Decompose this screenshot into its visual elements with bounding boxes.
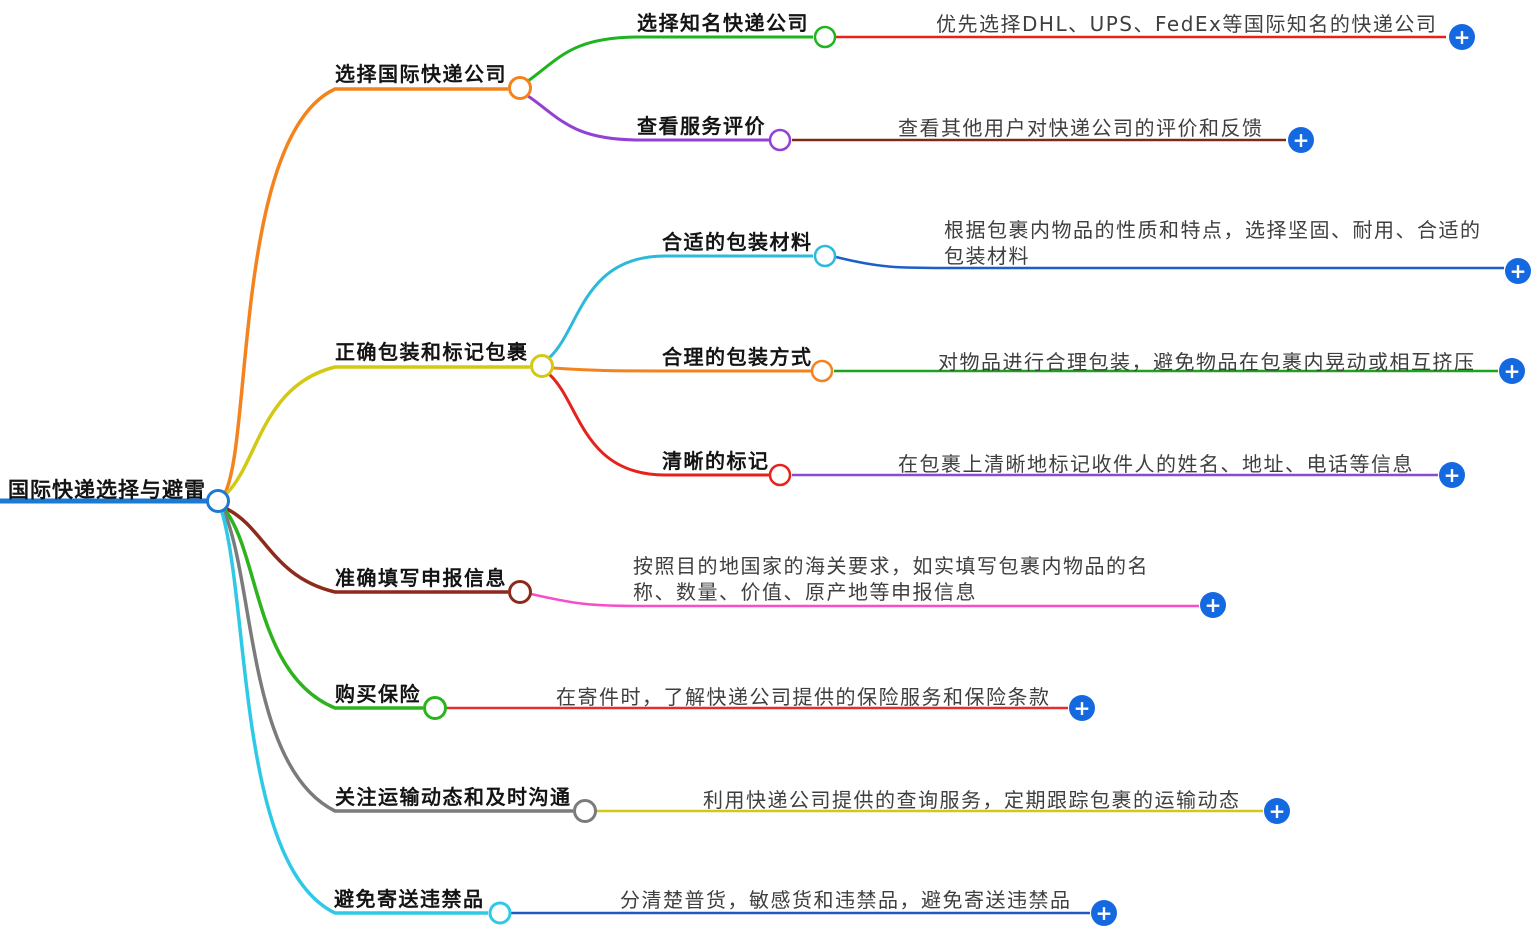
add-node-button[interactable]: + [1505, 258, 1531, 284]
edge-root-to-branch-2 [225, 365, 530, 495]
node-handle-branch-4[interactable] [423, 696, 447, 720]
root-node-label[interactable]: 国际快递选择与避雷 [8, 478, 206, 502]
edge-root-to-branch-6 [220, 511, 488, 915]
branch-6-description[interactable]: 分清楚普货，敏感货和违禁品，避免寄送违禁品 [620, 888, 1072, 912]
branch-1-child-1-description[interactable]: 优先选择DHL、UPS、FedEx等国际知名的快递公司 [936, 12, 1438, 36]
add-node-button[interactable]: + [1288, 127, 1314, 153]
edge-root-to-branch-1 [223, 87, 508, 494]
branch-6-label[interactable]: 避免寄送违禁品 [334, 887, 485, 911]
branch-2-child-3-label[interactable]: 清晰的标记 [662, 449, 770, 473]
add-node-button[interactable]: + [1091, 900, 1117, 926]
edge-desc-declaration [530, 592, 1199, 608]
add-node-button[interactable]: + [1449, 24, 1475, 50]
edge-root-to-branch-4 [223, 508, 423, 710]
branch-2-child-1-description[interactable]: 根据包裹内物品的性质和特点，选择坚固、耐用、合适的包装材料 [944, 218, 1482, 268]
branch-2-label[interactable]: 正确包装和标记包裹 [335, 340, 529, 364]
branch-4-label[interactable]: 购买保险 [335, 682, 421, 706]
node-handle-branch-2-child-1[interactable] [813, 244, 837, 268]
edge-branch-1-to-child-2 [527, 94, 769, 142]
branch-3-description[interactable]: 按照目的地国家的海关要求，如实填写包裹内物品的名称、数量、价值、原产地等申报信息 [633, 554, 1149, 604]
edge-desc-packing-material [835, 255, 1504, 270]
branch-1-child-2-description[interactable]: 查看其他用户对快递公司的评价和反馈 [898, 116, 1264, 140]
branch-5-description[interactable]: 利用快递公司提供的查询服务，定期跟踪包裹的运输动态 [703, 788, 1241, 812]
node-handle-root[interactable] [206, 489, 230, 513]
edge-root-to-branch-5 [222, 510, 573, 813]
branch-2-child-1-label[interactable]: 合适的包装材料 [662, 230, 813, 254]
branch-1-child-2-label[interactable]: 查看服务评价 [637, 114, 766, 138]
edge-branch-2-to-child-1 [547, 254, 813, 360]
add-node-button[interactable]: + [1264, 798, 1290, 824]
node-handle-branch-2-child-2[interactable] [810, 359, 834, 383]
add-node-button[interactable]: + [1439, 462, 1465, 488]
add-node-button[interactable]: + [1200, 592, 1226, 618]
branch-5-label[interactable]: 关注运输动态和及时沟通 [335, 785, 572, 809]
node-handle-branch-3[interactable] [508, 580, 532, 604]
branch-2-child-2-description[interactable]: 对物品进行合理包装，避免物品在包裹内晃动或相互挤压 [938, 350, 1476, 374]
node-handle-branch-1-child-2[interactable] [768, 128, 792, 152]
edge-branch-2-to-child-3 [547, 372, 769, 477]
edge-branch-2-to-child-2 [552, 366, 811, 373]
node-handle-branch-5[interactable] [573, 799, 597, 823]
branch-3-label[interactable]: 准确填写申报信息 [335, 566, 507, 590]
node-handle-branch-2[interactable] [530, 354, 554, 378]
branch-1-label[interactable]: 选择国际快递公司 [335, 62, 507, 86]
add-node-button[interactable]: + [1499, 358, 1525, 384]
edge-branch-1-to-child-1 [527, 35, 813, 83]
edge-root-to-branch-3 [226, 507, 508, 594]
branch-4-description[interactable]: 在寄件时，了解快递公司提供的保险服务和保险条款 [556, 685, 1051, 709]
node-handle-branch-6[interactable] [488, 901, 512, 925]
node-handle-branch-2-child-3[interactable] [768, 463, 792, 487]
node-handle-branch-1[interactable] [508, 76, 532, 100]
add-node-button[interactable]: + [1069, 695, 1095, 721]
branch-2-child-2-label[interactable]: 合理的包装方式 [662, 345, 813, 369]
branch-1-child-1-label[interactable]: 选择知名快递公司 [637, 11, 809, 35]
branch-2-child-3-description[interactable]: 在包裹上清晰地标记收件人的姓名、地址、电话等信息 [898, 452, 1414, 476]
node-handle-branch-1-child-1[interactable] [813, 25, 837, 49]
